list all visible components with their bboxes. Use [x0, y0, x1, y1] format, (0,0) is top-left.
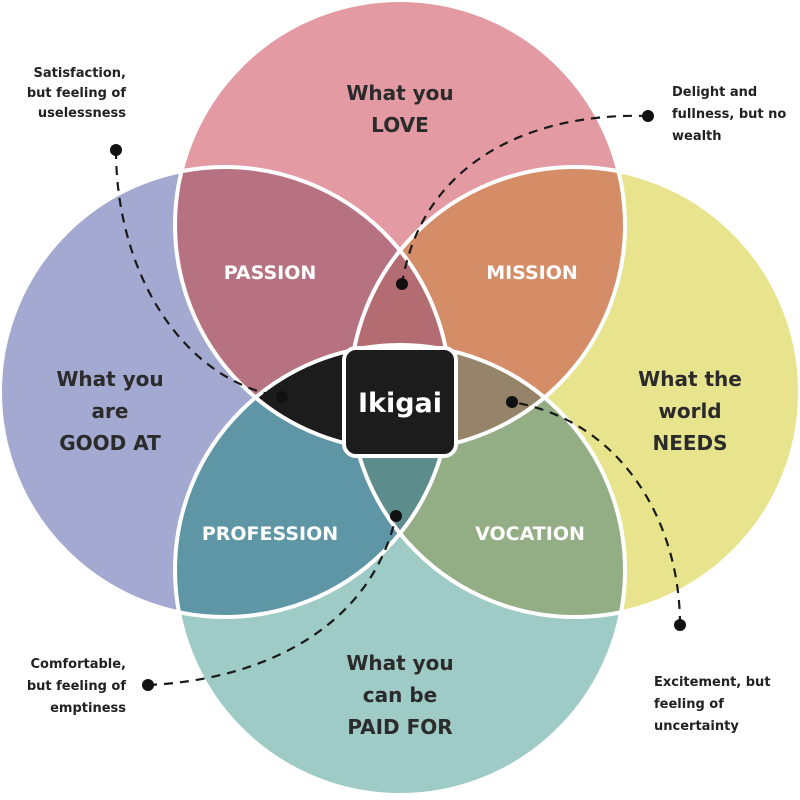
annotation-bottom-left-line-2: but feeling of	[27, 679, 127, 694]
leader-lines	[114, 114, 682, 687]
annotation-bottom-left-line-3: emptiness	[50, 701, 126, 716]
dot-bottom-right-start	[506, 396, 518, 408]
circle-labels: What you LOVE What you are GOOD AT What …	[56, 81, 742, 739]
annotation-top-right-line-3: wealth	[672, 129, 722, 144]
love-label-line-1: What you	[346, 81, 453, 105]
love-label-line-2: LOVE	[371, 113, 429, 137]
annotation-top-left-line-2: but feeling of	[27, 86, 127, 101]
annotation-top-right-line-2: fullness, but no	[672, 107, 786, 122]
world-needs-label-line-1: What the	[638, 367, 742, 391]
dot-top-right-start	[396, 278, 408, 290]
region-labels: PASSION MISSION PROFESSION VOCATION	[202, 262, 585, 545]
ikigai-box	[342, 346, 458, 458]
dot-top-left-start	[276, 391, 288, 403]
good-at-label-line-1: What you	[56, 367, 163, 391]
annotation-bottom-right: Excitement, but feeling of uncertainty	[654, 675, 771, 734]
leader-dots	[110, 110, 686, 691]
annotation-bottom-left: Comfortable, but feeling of emptiness	[27, 657, 127, 716]
vocation-label: VOCATION	[475, 523, 585, 545]
dot-bottom-left-start	[390, 510, 402, 522]
dot-top-left-end	[110, 144, 122, 156]
annotations: Satisfaction, but feeling of uselessness…	[27, 66, 787, 734]
annotation-top-left-line-3: uselessness	[38, 106, 126, 121]
leader-bottom-left	[147, 515, 398, 687]
leader-bottom-right	[511, 400, 682, 626]
ikigai-label: Ikigai	[358, 388, 442, 419]
dot-bottom-right-end	[674, 619, 686, 631]
paid-for-label-line-1: What you	[346, 651, 453, 675]
passion-label: PASSION	[224, 262, 317, 284]
annotation-bottom-right-line-1: Excitement, but	[654, 675, 771, 690]
good-at-label-line-3: GOOD AT	[59, 431, 161, 455]
paid-for-label-line-3: PAID FOR	[347, 715, 452, 739]
annotation-top-left-line-1: Satisfaction,	[34, 66, 126, 81]
annotation-bottom-left-line-1: Comfortable,	[30, 657, 126, 672]
dot-top-right-end	[642, 110, 654, 122]
annotation-top-left: Satisfaction, but feeling of uselessness	[27, 66, 127, 121]
profession-label: PROFESSION	[202, 523, 338, 545]
world-needs-label-line-3: NEEDS	[652, 431, 727, 455]
annotation-bottom-right-line-2: feeling of	[654, 697, 724, 712]
annotation-top-right-line-1: Delight and	[672, 85, 757, 100]
world-needs-label-line-2: world	[658, 399, 721, 423]
leader-top-right	[400, 114, 649, 285]
dot-bottom-left-end	[142, 679, 154, 691]
paid-for-label-line-2: can be	[363, 683, 437, 707]
annotation-bottom-right-line-3: uncertainty	[654, 719, 739, 734]
mission-label: MISSION	[486, 262, 578, 284]
good-at-label-line-2: are	[92, 399, 129, 423]
annotation-top-right: Delight and fullness, but no wealth	[672, 85, 786, 144]
